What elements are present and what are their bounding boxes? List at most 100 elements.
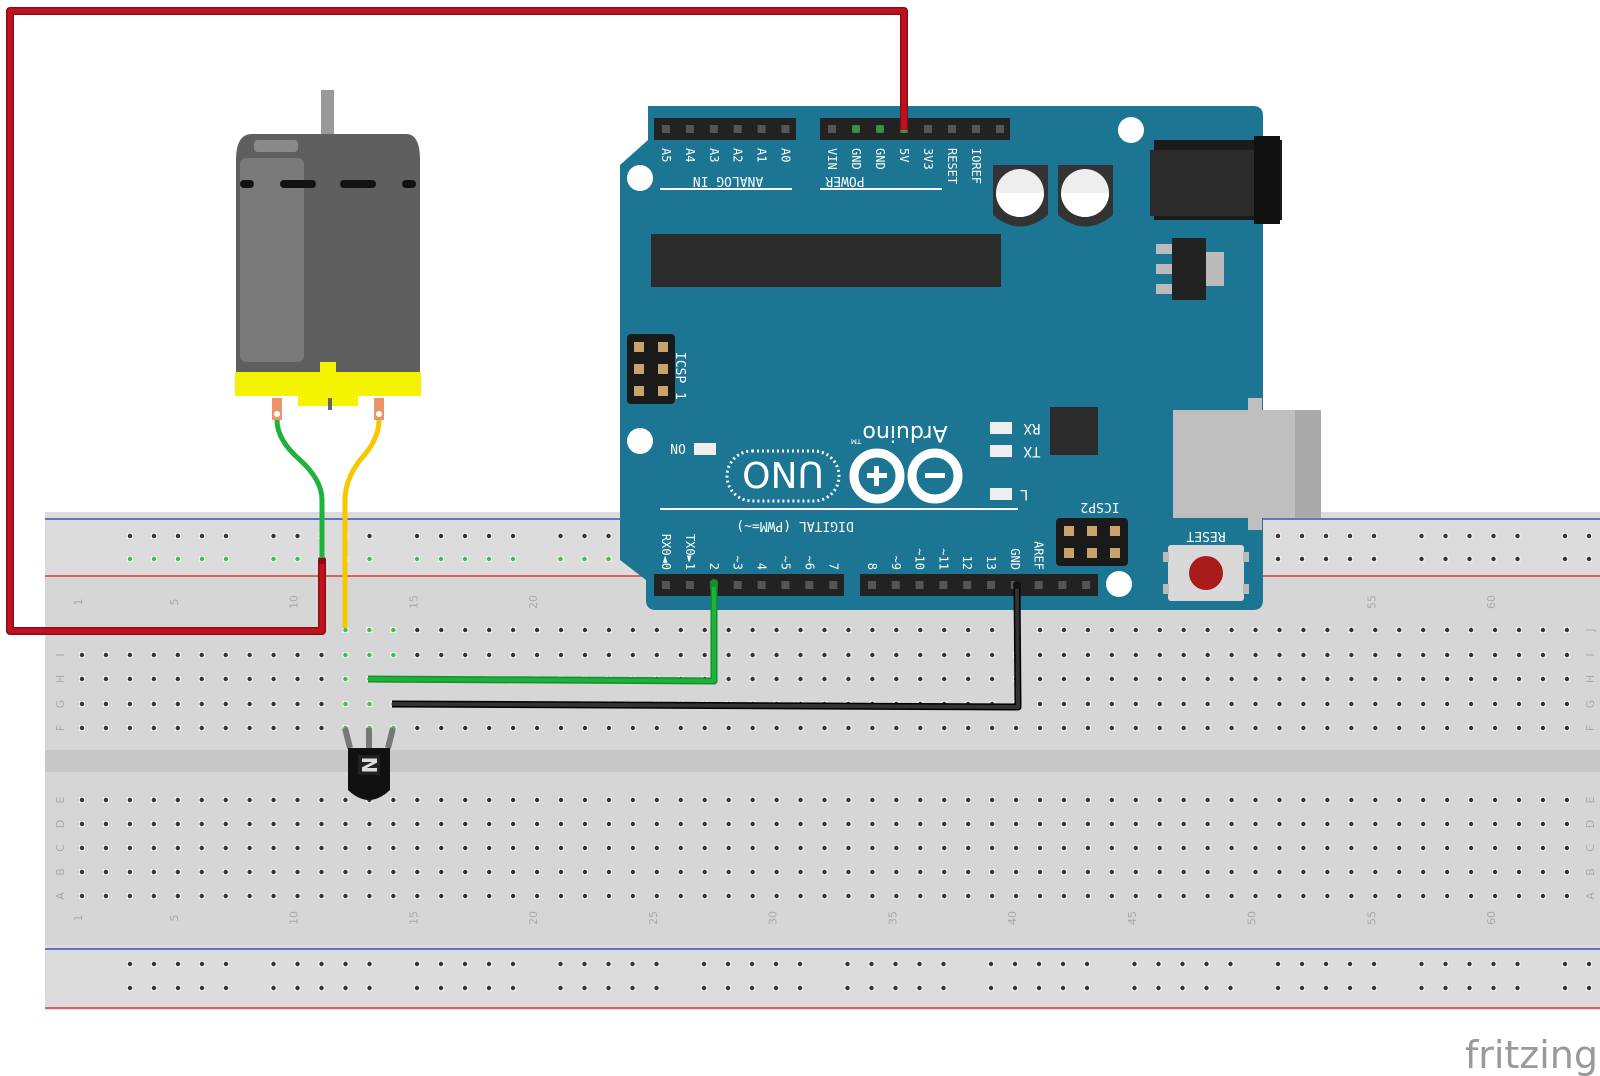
header-pin xyxy=(685,581,694,589)
capacitor xyxy=(993,165,1048,227)
pin-label: AREF xyxy=(1032,541,1046,570)
row-letter: B xyxy=(1584,868,1597,876)
wire-yellow-motor xyxy=(342,419,382,628)
column-number: 1 xyxy=(72,915,85,922)
row-letter: A xyxy=(54,892,67,900)
infinity-icon xyxy=(849,448,963,504)
column-number: 15 xyxy=(407,595,420,609)
row-letter: J xyxy=(1584,628,1597,632)
analog-header xyxy=(654,118,796,140)
header-pin xyxy=(828,125,836,133)
column-number: 1 xyxy=(72,599,85,606)
motor-terminal xyxy=(272,398,282,420)
center-channel xyxy=(45,750,1600,772)
wire-green-motor xyxy=(274,419,325,558)
pin-label: A5 xyxy=(659,148,673,162)
header-pin xyxy=(1082,581,1091,589)
header-pin xyxy=(757,581,766,589)
row-letter: C xyxy=(1584,844,1597,852)
pin-label: 3V3 xyxy=(921,148,935,170)
pin-label: ~10 xyxy=(913,548,927,570)
header-pin xyxy=(963,581,972,589)
row-letter: D xyxy=(1584,820,1597,828)
header-pin xyxy=(733,581,742,589)
pin-label: 12 xyxy=(960,556,974,570)
usb-controller-chip xyxy=(1050,407,1098,455)
rx-label: RX xyxy=(1023,420,1040,436)
pin-label: GND xyxy=(1008,548,1022,570)
column-number: 15 xyxy=(407,911,420,925)
pin-label: GND xyxy=(873,148,887,170)
on-led xyxy=(694,443,716,455)
motor-terminal xyxy=(374,398,384,420)
row-letter: I xyxy=(1584,653,1597,656)
trademark-text: TM xyxy=(851,437,862,445)
pin-label: VIN xyxy=(825,148,839,170)
row-letter: G xyxy=(54,700,67,709)
row-letter: H xyxy=(54,675,67,683)
tx-led xyxy=(990,445,1012,457)
row-letter: A xyxy=(1584,892,1597,900)
icsp2-label: ICSP2 xyxy=(1080,499,1119,514)
pin-label: RX0◄0 xyxy=(659,534,673,570)
transistor-marking: N xyxy=(357,757,381,774)
bottom-power-rail xyxy=(45,945,1600,1010)
header-pin xyxy=(868,581,876,589)
header-pin xyxy=(781,581,790,589)
microcontroller-chip xyxy=(651,234,1001,287)
column-number: 50 xyxy=(1246,911,1259,925)
pin-label: ~6 xyxy=(802,556,816,570)
column-number: 10 xyxy=(288,911,301,925)
analog-header-title: ANALOG IN xyxy=(693,173,763,188)
dc-motor xyxy=(235,90,421,420)
row-letter: F xyxy=(1584,725,1597,731)
dc-power-jack xyxy=(1150,136,1282,224)
header-pin xyxy=(948,125,956,133)
header-pin xyxy=(987,581,995,589)
row-letter: D xyxy=(54,820,67,828)
voltage-regulator xyxy=(1156,238,1224,300)
wire-red-5v-core xyxy=(7,8,907,634)
header-pin xyxy=(1034,581,1043,589)
fritzing-brand-logo: fritzing xyxy=(1465,1033,1598,1076)
header-pin xyxy=(733,125,742,133)
row-letter: E xyxy=(1584,796,1597,803)
mount-hole xyxy=(627,165,653,191)
column-number: 60 xyxy=(1485,911,1498,925)
header-pin xyxy=(996,125,1004,133)
arduino-pcb xyxy=(620,106,1263,610)
column-number: 45 xyxy=(1126,911,1139,925)
pin-label: A2 xyxy=(731,148,745,162)
header-pin xyxy=(939,581,948,589)
reset-button[interactable] xyxy=(1163,545,1249,601)
header-pin xyxy=(685,125,694,133)
digital-header-high xyxy=(860,574,1098,596)
column-number: 55 xyxy=(1365,911,1378,925)
pin-label: ~11 xyxy=(936,548,950,570)
arduino-brand-text: Arduino xyxy=(862,420,947,445)
npn-transistor: N xyxy=(342,727,396,800)
mount-hole xyxy=(627,428,653,454)
capacitor xyxy=(1058,165,1113,227)
header-pin xyxy=(891,581,900,589)
column-number: 40 xyxy=(1006,911,1019,925)
column-number: 5 xyxy=(168,599,181,606)
pin-label: A0 xyxy=(779,148,793,162)
pin-label: GND xyxy=(849,148,863,170)
row-letter: B xyxy=(54,868,67,876)
header-pin xyxy=(709,125,718,133)
uno-text: UNO xyxy=(742,453,824,494)
l-label: L xyxy=(1020,486,1028,502)
reset-label: RESET xyxy=(1186,528,1225,543)
rx-led xyxy=(990,422,1012,434)
pin-label: IOREF xyxy=(969,148,983,184)
pin-label: A3 xyxy=(707,148,721,162)
pin-label: 13 xyxy=(984,556,998,570)
icsp-header xyxy=(627,334,675,404)
on-label: ON xyxy=(670,440,686,455)
header-pin xyxy=(757,125,766,133)
l-led xyxy=(990,488,1012,500)
